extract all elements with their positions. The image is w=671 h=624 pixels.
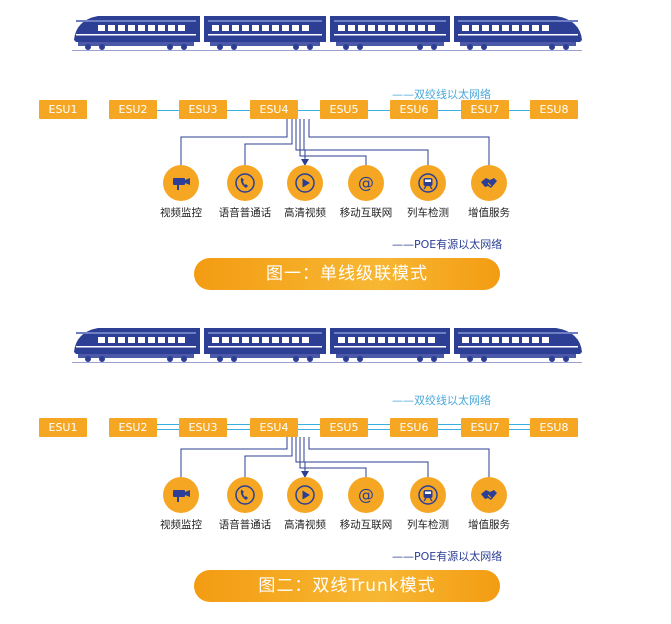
service-label: 语音普通话: [218, 207, 272, 219]
esu-node: ESU6: [390, 100, 438, 119]
service-label: 增值服务: [468, 519, 510, 531]
service-node: @ 移动互联网: [334, 477, 398, 532]
train-illustration: [72, 16, 582, 51]
twisted-pair-legend: ——双绞线以太网络: [392, 88, 491, 101]
esu-node: ESU2: [109, 418, 157, 437]
at-icon: @: [348, 477, 384, 513]
esu-node: ESU7: [461, 418, 509, 437]
poe-legend: ——POE有源以太网络: [392, 550, 503, 563]
train-illustration: [72, 328, 582, 363]
handshake-icon: [471, 477, 507, 513]
svg-text:@: @: [358, 173, 374, 192]
service-node: 高清视频: [273, 477, 337, 532]
camera-icon: [163, 165, 199, 201]
service-node: 视频监控: [149, 165, 213, 220]
service-label: 增值服务: [468, 207, 510, 219]
phone-icon: [227, 477, 263, 513]
esu-node: ESU8: [530, 100, 578, 119]
esu-node: ESU3: [179, 100, 227, 119]
esu-node: ESU5: [320, 418, 368, 437]
esu-node: ESU5: [320, 100, 368, 119]
diagram-caption: 图一：单线级联模式: [194, 258, 500, 290]
camera-icon: [163, 477, 199, 513]
phone-icon: [227, 165, 263, 201]
service-label: 移动互联网: [339, 519, 393, 531]
poe-wiring: [180, 119, 490, 166]
train-detect-icon: [410, 477, 446, 513]
service-node: 增值服务: [457, 165, 521, 220]
service-node: @ 移动互联网: [334, 165, 398, 220]
service-node: 语音普通话: [213, 165, 277, 220]
service-node: 高清视频: [273, 165, 337, 220]
play-icon: [287, 165, 323, 201]
at-icon: @: [348, 165, 384, 201]
service-label: 列车检测: [407, 519, 449, 531]
service-label: 视频监控: [160, 519, 202, 531]
service-node: 视频监控: [149, 477, 213, 532]
esu-node: ESU3: [179, 418, 227, 437]
esu-node: ESU8: [530, 418, 578, 437]
esu-node: ESU6: [390, 418, 438, 437]
service-node: 增值服务: [457, 477, 521, 532]
diagram-caption: 图二：双线Trunk模式: [194, 570, 500, 602]
service-node: 列车检测: [396, 165, 460, 220]
service-label: 列车检测: [407, 207, 449, 219]
twisted-pair-legend: ——双绞线以太网络: [392, 394, 491, 407]
diagram-panel-1: ——双绞线以太网络 ESU1 ESU2 ESU3 ESU4 ESU5 ESU6 ESU7 ES…: [39, 16, 582, 290]
esu-node: ESU4: [250, 100, 298, 119]
service-label: 语音普通话: [218, 519, 272, 531]
esu-node: ESU1: [39, 418, 87, 437]
diagram-panel-2: ——双绞线以太网络 ESU1 ESU2 ESU3 ESU4 ESU5 ESU6 ESU7 ES…: [0, 312, 671, 624]
service-label: 高清视频: [284, 207, 326, 219]
service-node: 列车检测: [396, 477, 460, 532]
svg-text:@: @: [358, 485, 374, 504]
play-icon: [287, 477, 323, 513]
poe-wiring: [180, 437, 490, 478]
service-label: 高清视频: [284, 519, 326, 531]
handshake-icon: [471, 165, 507, 201]
esu-node: ESU4: [250, 418, 298, 437]
esu-node: ESU1: [39, 100, 87, 119]
train-detect-icon: [410, 165, 446, 201]
service-label: 移动互联网: [339, 207, 393, 219]
esu-node: ESU7: [461, 100, 509, 119]
poe-legend: ——POE有源以太网络: [392, 238, 503, 251]
service-node: 语音普通话: [213, 477, 277, 532]
service-label: 视频监控: [160, 207, 202, 219]
esu-node: ESU2: [109, 100, 157, 119]
